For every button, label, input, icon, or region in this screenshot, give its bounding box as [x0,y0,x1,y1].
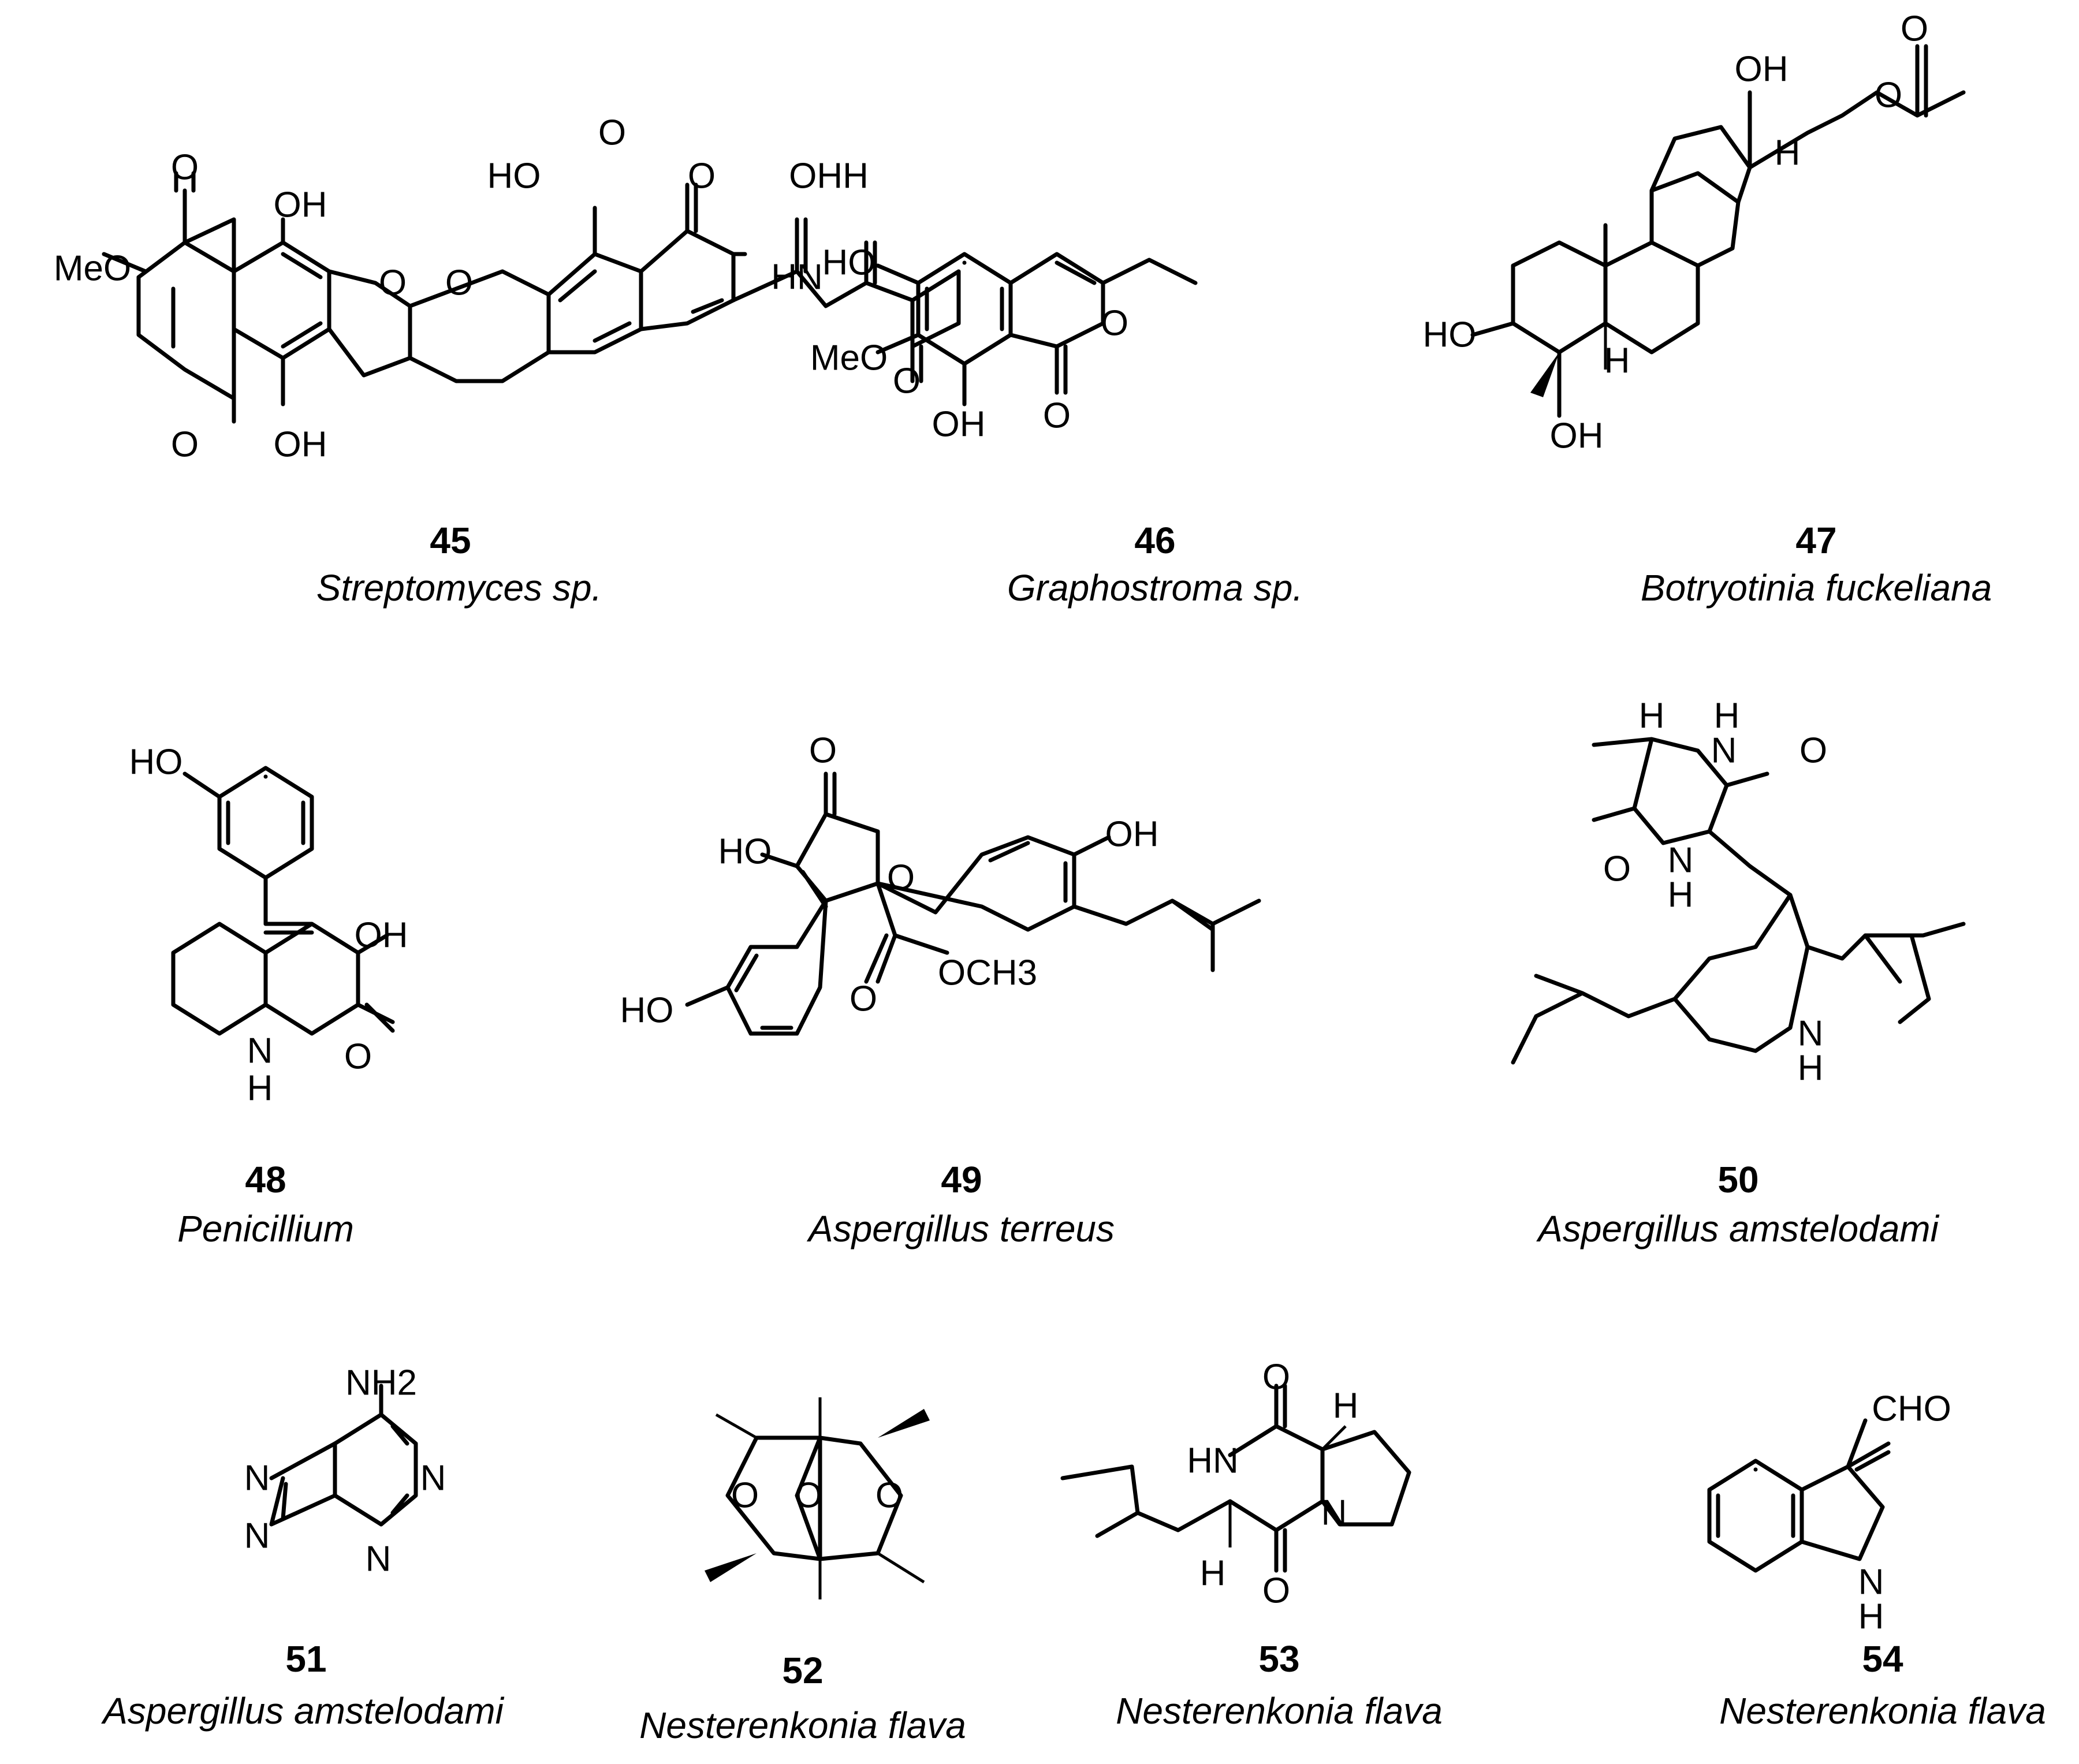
structure-49: HO O O O OCH3 OH HO [620,731,1261,1036]
atom-o: O [1875,76,1902,115]
atom-n: N [244,1516,270,1556]
compound-source-45: Streptomyces sp. [316,567,602,609]
structure-52: O O O [705,1397,930,1599]
atom-ho: HO [620,991,674,1031]
compound-number-49: 49 [941,1159,982,1200]
atom-oh: OH [274,185,327,225]
atom-n: N [247,1031,273,1071]
atom-n: N [1711,731,1737,771]
atom-h: H [1714,696,1740,736]
atom-h: H [1775,133,1801,173]
atom-o: O [171,148,199,188]
atom-oh: OH [355,916,408,956]
atom-oh: OH [274,425,327,465]
atom-o: O [1262,1358,1290,1397]
atom-ho: HO [487,156,541,196]
compound-source-51: Aspergillus amstelodami [100,1690,504,1732]
compound-number-51: 51 [285,1638,326,1680]
atom-n: N [366,1539,392,1579]
atom-o: O [598,113,626,153]
atom-h: H [247,1069,273,1109]
atom-n: N [1668,841,1694,881]
compound-source-52: Nesterenkonia flava [639,1705,966,1746]
atom-o: O [171,425,199,465]
atom-o: O [688,156,716,196]
atom-och3: OCH3 [938,953,1037,993]
compound-number-47: 47 [1795,520,1836,561]
atom-ohh: OHH [789,156,869,196]
atom-o: O [1101,304,1128,344]
compound-number-50: 50 [1717,1159,1758,1200]
atom-o: O [1799,731,1827,771]
compound-source-46: Graphostroma sp. [1007,567,1303,609]
structure-47: OH O O H HO H OH [1423,9,1966,456]
atom-h: H [1604,341,1630,381]
atom-h: H [1200,1554,1226,1594]
atom-cho: CHO [1872,1389,1951,1429]
structure-45: MeO O O OH OH O O HO O O OHH HN O [54,113,961,465]
atom-ho: HO [1423,315,1477,355]
atom-oh: OH [1105,815,1159,855]
atom-h: H [1668,875,1694,915]
atom-n: N [244,1459,270,1498]
atom-o: O [887,858,915,898]
atom-h: H [1858,1597,1884,1637]
compound-number-54: 54 [1862,1638,1903,1680]
atom-ho: HO [822,243,876,283]
compound-number-46: 46 [1134,520,1175,561]
atom-o: O [1603,849,1631,889]
atom-ho: HO [718,832,772,872]
structure-46: HO MeO OH O O [810,243,1198,445]
atom-o: O [344,1037,372,1077]
atom-o: O [1043,396,1071,436]
atom-o: O [445,263,473,303]
compound-number-53: 53 [1258,1638,1299,1680]
atom-o: O [809,731,837,771]
compound-source-53: Nesterenkonia flava [1116,1690,1443,1732]
atom-h: H [1639,696,1665,736]
compound-source-54: Nesterenkonia flava [1719,1690,2046,1732]
atom-meo: MeO [810,338,888,378]
atom-o: O [795,1476,822,1516]
atom-hn: HN [1187,1441,1239,1481]
atom-o: O [850,979,877,1019]
structure-51: NH2 N N N N [244,1363,446,1579]
atom-o: O [893,361,921,401]
atom-meo: MeO [54,249,131,289]
atom-o: O [875,1476,903,1516]
atom-oh: OH [1735,50,1789,89]
atom-n: N [1321,1493,1347,1533]
atom-h: H [1333,1386,1359,1426]
atom-h: H [1798,1049,1824,1088]
compound-source-50: Aspergillus amstelodami [1536,1208,1939,1250]
compound-number-52: 52 [782,1650,823,1691]
structure-50: H H N O O N H N H [1511,696,1966,1088]
atom-o: O [1262,1571,1290,1611]
compound-number-48: 48 [245,1159,286,1200]
structure-53: O H HN N H O [1060,1358,1411,1611]
atom-o: O [731,1476,759,1516]
atom-hn: HN [771,258,823,297]
atom-oh: OH [932,405,986,445]
atom-nh2: NH2 [345,1363,417,1403]
atom-oh: OH [1550,416,1604,456]
atom-ho: HO [129,743,183,782]
compound-source-49: Aspergillus terreus [806,1208,1115,1250]
atom-n: N [1798,1014,1824,1054]
atom-n: N [1858,1562,1884,1602]
atom-n: N [420,1459,446,1498]
atom-o: O [379,263,407,303]
atom-o: O [1901,9,1928,49]
compound-source-48: Penicillium [177,1208,354,1250]
compound-source-47: Botryotinia fuckeliana [1641,567,1992,609]
structure-54: CHO N H [1707,1389,1951,1637]
structure-48: HO OH O N H [129,743,408,1109]
compound-number-45: 45 [430,520,471,561]
